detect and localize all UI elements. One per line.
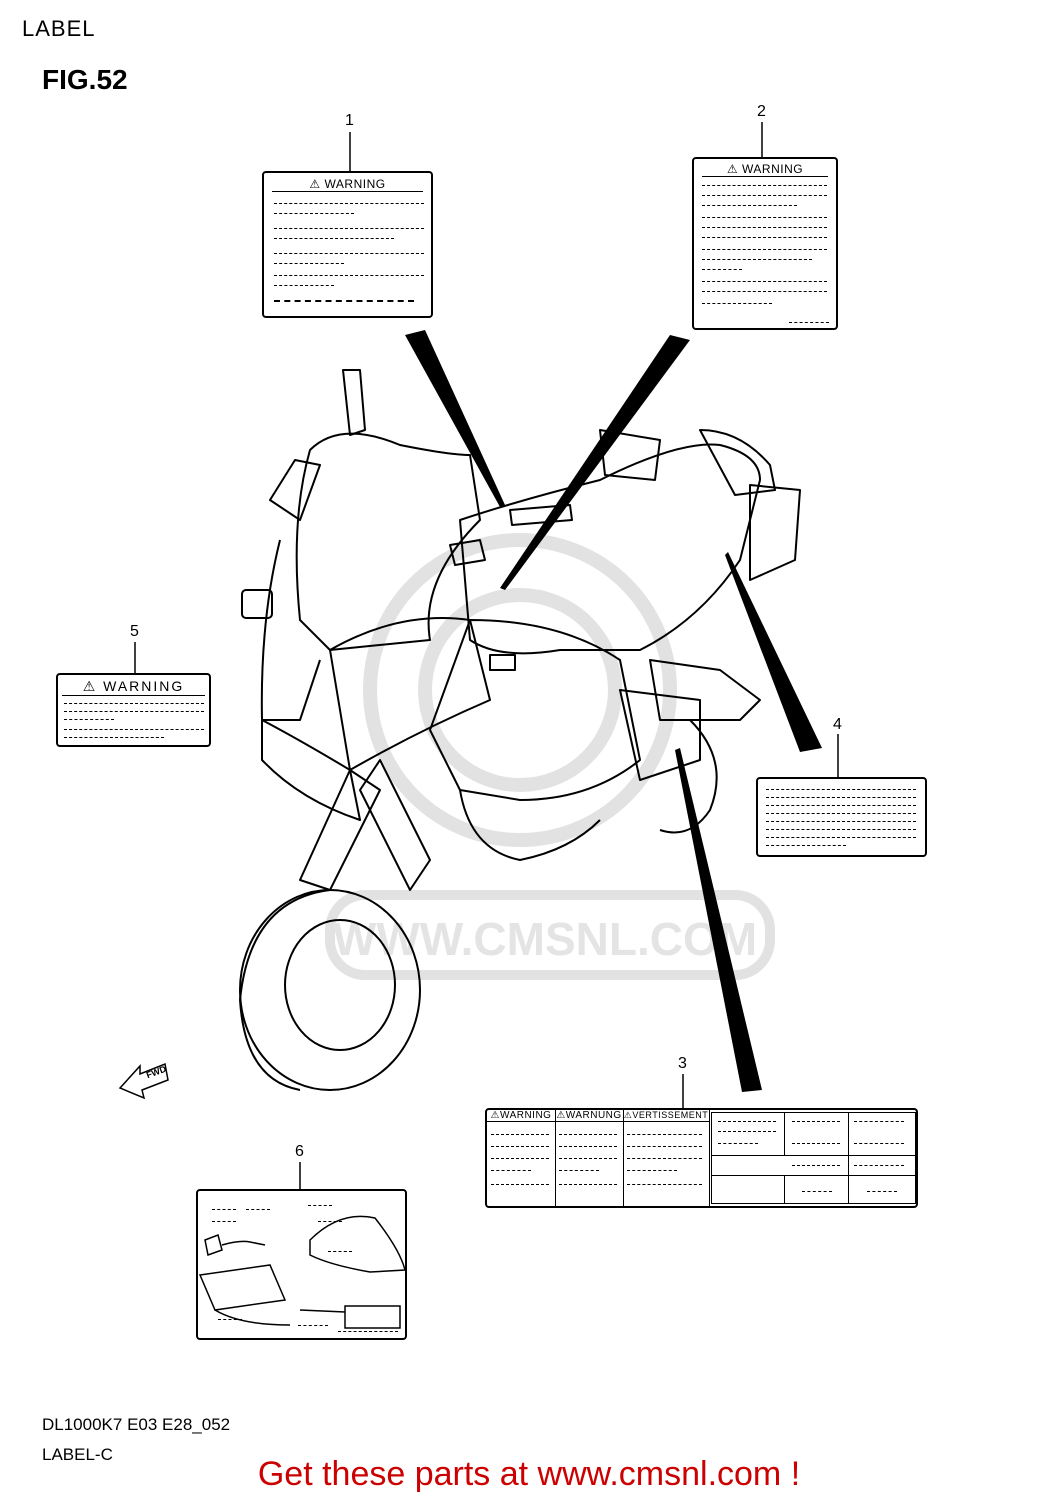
label-6-drawing xyxy=(198,1215,406,1329)
label-6-diagram xyxy=(196,1189,407,1340)
label-5-header: ⚠ WARNING xyxy=(62,678,205,696)
label-code: LABEL-C xyxy=(42,1445,113,1464)
label-3-tire-table xyxy=(711,1112,916,1204)
motorcycle-outline xyxy=(239,369,801,1091)
label-3-col-en: ⚠WARNING xyxy=(487,1110,556,1206)
label-3-multilingual: ⚠WARNING ⚠WARNUNG ⚠VERTISSEMENT xyxy=(485,1108,918,1208)
label-3-header-de: ⚠WARNUNG xyxy=(555,1110,623,1122)
label-3-header-en: ⚠WARNING xyxy=(487,1110,555,1122)
callout-lines xyxy=(134,122,839,1190)
promo-link[interactable]: Get these parts at www.cmsnl.com ! xyxy=(257,1455,801,1493)
watermark-logo xyxy=(325,533,775,980)
label-4-info xyxy=(756,777,927,857)
fwd-arrow-icon xyxy=(118,1062,169,1100)
label-2-warning: ⚠ WARNING xyxy=(692,157,838,330)
model-code: DL1000K7 E03 E28_052 xyxy=(42,1415,231,1434)
leader-lines xyxy=(405,330,822,1092)
callout-2: 2 xyxy=(757,103,766,120)
figure-title: FIG.52 xyxy=(42,64,128,95)
callout-5: 5 xyxy=(130,623,139,640)
callout-6: 6 xyxy=(295,1143,304,1160)
label-5-warning: ⚠ WARNING xyxy=(56,673,211,747)
label-1-warning: ⚠ WARNING xyxy=(262,171,433,318)
callout-4: 4 xyxy=(833,716,842,733)
label-3-header-fr: ⚠VERTISSEMENT xyxy=(623,1110,709,1122)
label-2-header: ⚠ WARNING xyxy=(702,162,828,177)
callout-3: 3 xyxy=(678,1055,687,1072)
section-title: LABEL xyxy=(22,16,96,41)
callout-1: 1 xyxy=(345,112,354,129)
label-1-header: ⚠ WARNING xyxy=(272,177,423,192)
label-3-col-fr: ⚠VERTISSEMENT xyxy=(623,1110,710,1206)
label-3-col-de: ⚠WARNUNG xyxy=(555,1110,624,1206)
watermark-text: WWW.CMSNL.COM xyxy=(333,913,757,965)
